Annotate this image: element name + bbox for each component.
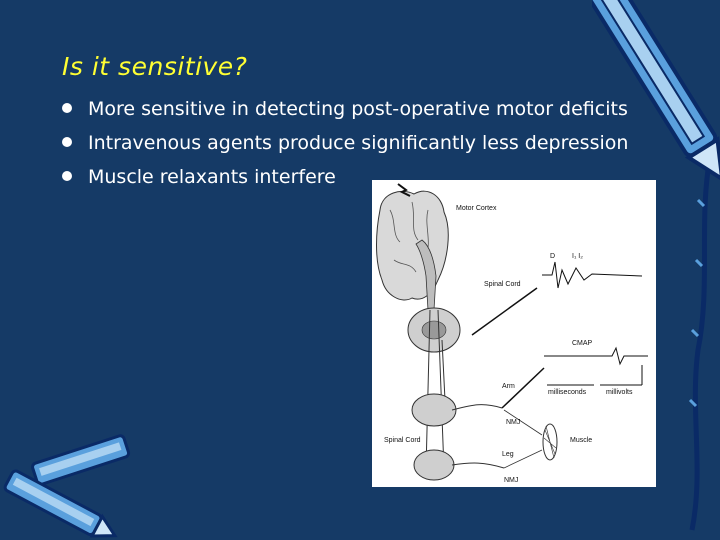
- bullet-text: More sensitive in detecting post-operati…: [88, 98, 628, 120]
- bullet-text: Intravenous agents produce significantly…: [88, 132, 629, 154]
- label-millivolts: millivolts: [606, 389, 633, 396]
- label-nmj-arm: NMJ: [506, 419, 520, 426]
- brain-outline: [376, 190, 449, 301]
- bullet-dot-icon: [62, 137, 72, 147]
- bullet-dot-icon: [62, 103, 72, 113]
- label-motor-cortex: Motor Cortex: [456, 205, 497, 212]
- stimulus-arrow-icon: [397, 183, 411, 197]
- label-d-wave: D: [550, 253, 555, 260]
- cmap-trace: [544, 346, 648, 366]
- bullet-item: Intravenous agents produce significantly…: [62, 126, 628, 160]
- slide-title: Is it sensitive?: [62, 52, 248, 81]
- label-spinal-cord-left: Spinal Cord: [384, 437, 421, 444]
- spinal-cord-section-arm: [411, 393, 457, 427]
- pencil-icon-bottom-left: [3, 434, 131, 538]
- bullet-dot-icon: [62, 171, 72, 181]
- d-wave-trace: [542, 261, 643, 289]
- bullet-item: More sensitive in detecting post-operati…: [62, 92, 628, 126]
- spinal-cord-section-leg: [413, 449, 455, 481]
- pencil-icon-right: [592, 0, 720, 531]
- muscle-icon: [542, 423, 558, 461]
- label-arm: Arm: [502, 383, 515, 390]
- diagram-svg: Motor Cortex D I₁ I₂ Spinal Cord CMAP Ar…: [376, 183, 648, 484]
- label-leg: Leg: [502, 451, 514, 458]
- bullet-list: More sensitive in detecting post-operati…: [62, 92, 628, 194]
- label-nmj-leg: NMJ: [504, 477, 518, 484]
- label-spinal-cord-top: Spinal Cord: [484, 281, 521, 288]
- bullet-item: Muscle relaxants interfere: [62, 160, 628, 194]
- motor-pathway-diagram: Motor Cortex D I₁ I₂ Spinal Cord CMAP Ar…: [372, 180, 656, 487]
- label-cmap: CMAP: [572, 340, 593, 347]
- label-muscle: Muscle: [570, 437, 592, 444]
- bullet-text: Muscle relaxants interfere: [88, 166, 336, 188]
- label-i-waves: I₁ I₂: [572, 253, 583, 260]
- label-milliseconds: milliseconds: [548, 389, 587, 396]
